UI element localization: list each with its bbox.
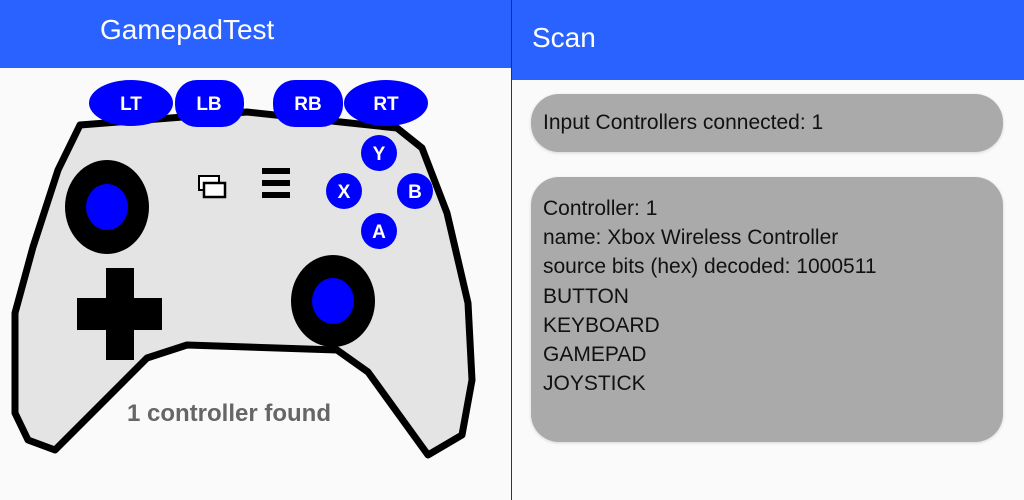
connected-count-card: Input Controllers connected: 1 [531, 94, 1003, 152]
app-bar: GamepadTest [0, 0, 511, 68]
b-button[interactable]: B [397, 173, 433, 209]
detail-line: KEYBOARD [543, 313, 660, 337]
y-label: Y [373, 144, 386, 165]
a-label: A [372, 222, 386, 243]
b-label: B [408, 182, 422, 203]
gamepad-diagram: LT LB RB RT Y X B A 1 controller found [11, 80, 476, 459]
lb-label: LB [196, 94, 221, 115]
app-title: GamepadTest [100, 14, 275, 45]
detail-line: name: Xbox Wireless Controller [543, 226, 839, 250]
rb-label: RB [294, 94, 321, 115]
view-button-icon[interactable] [198, 175, 227, 199]
right-stick[interactable] [291, 255, 375, 347]
rb-button[interactable]: RB [273, 80, 343, 127]
lt-label: LT [120, 94, 142, 115]
detail-line: BUTTON [543, 284, 629, 308]
detail-line: GAMEPAD [543, 343, 647, 367]
app-bar: Scan [512, 0, 1024, 80]
connected-count-text: Input Controllers connected: 1 [543, 111, 824, 134]
x-button[interactable]: X [326, 173, 362, 209]
gamepad-test-panel: GamepadTest LT LB RB RT Y X B [0, 0, 511, 500]
lb-button[interactable]: LB [175, 80, 244, 127]
dpad[interactable] [77, 268, 162, 360]
rt-label: RT [373, 94, 399, 115]
divider [511, 0, 512, 500]
a-button[interactable]: A [361, 213, 397, 249]
y-button[interactable]: Y [361, 135, 397, 171]
scan-panel: Scan Input Controllers connected: 1 Cont… [512, 0, 1024, 500]
rt-button[interactable]: RT [344, 80, 428, 126]
detail-line: source bits (hex) decoded: 1000511 [543, 255, 877, 279]
detail-line: Controller: 1 [543, 197, 658, 220]
controller-details-card: Controller: 1 name: Xbox Wireless Contro… [531, 177, 1003, 442]
detail-line: JOYSTICK [543, 372, 646, 396]
app-title: Scan [532, 22, 596, 53]
menu-button-icon[interactable] [262, 168, 290, 198]
x-label: X [338, 182, 351, 203]
left-stick[interactable] [65, 160, 149, 254]
lt-button[interactable]: LT [89, 80, 173, 126]
status-text: 1 controller found [127, 400, 331, 427]
